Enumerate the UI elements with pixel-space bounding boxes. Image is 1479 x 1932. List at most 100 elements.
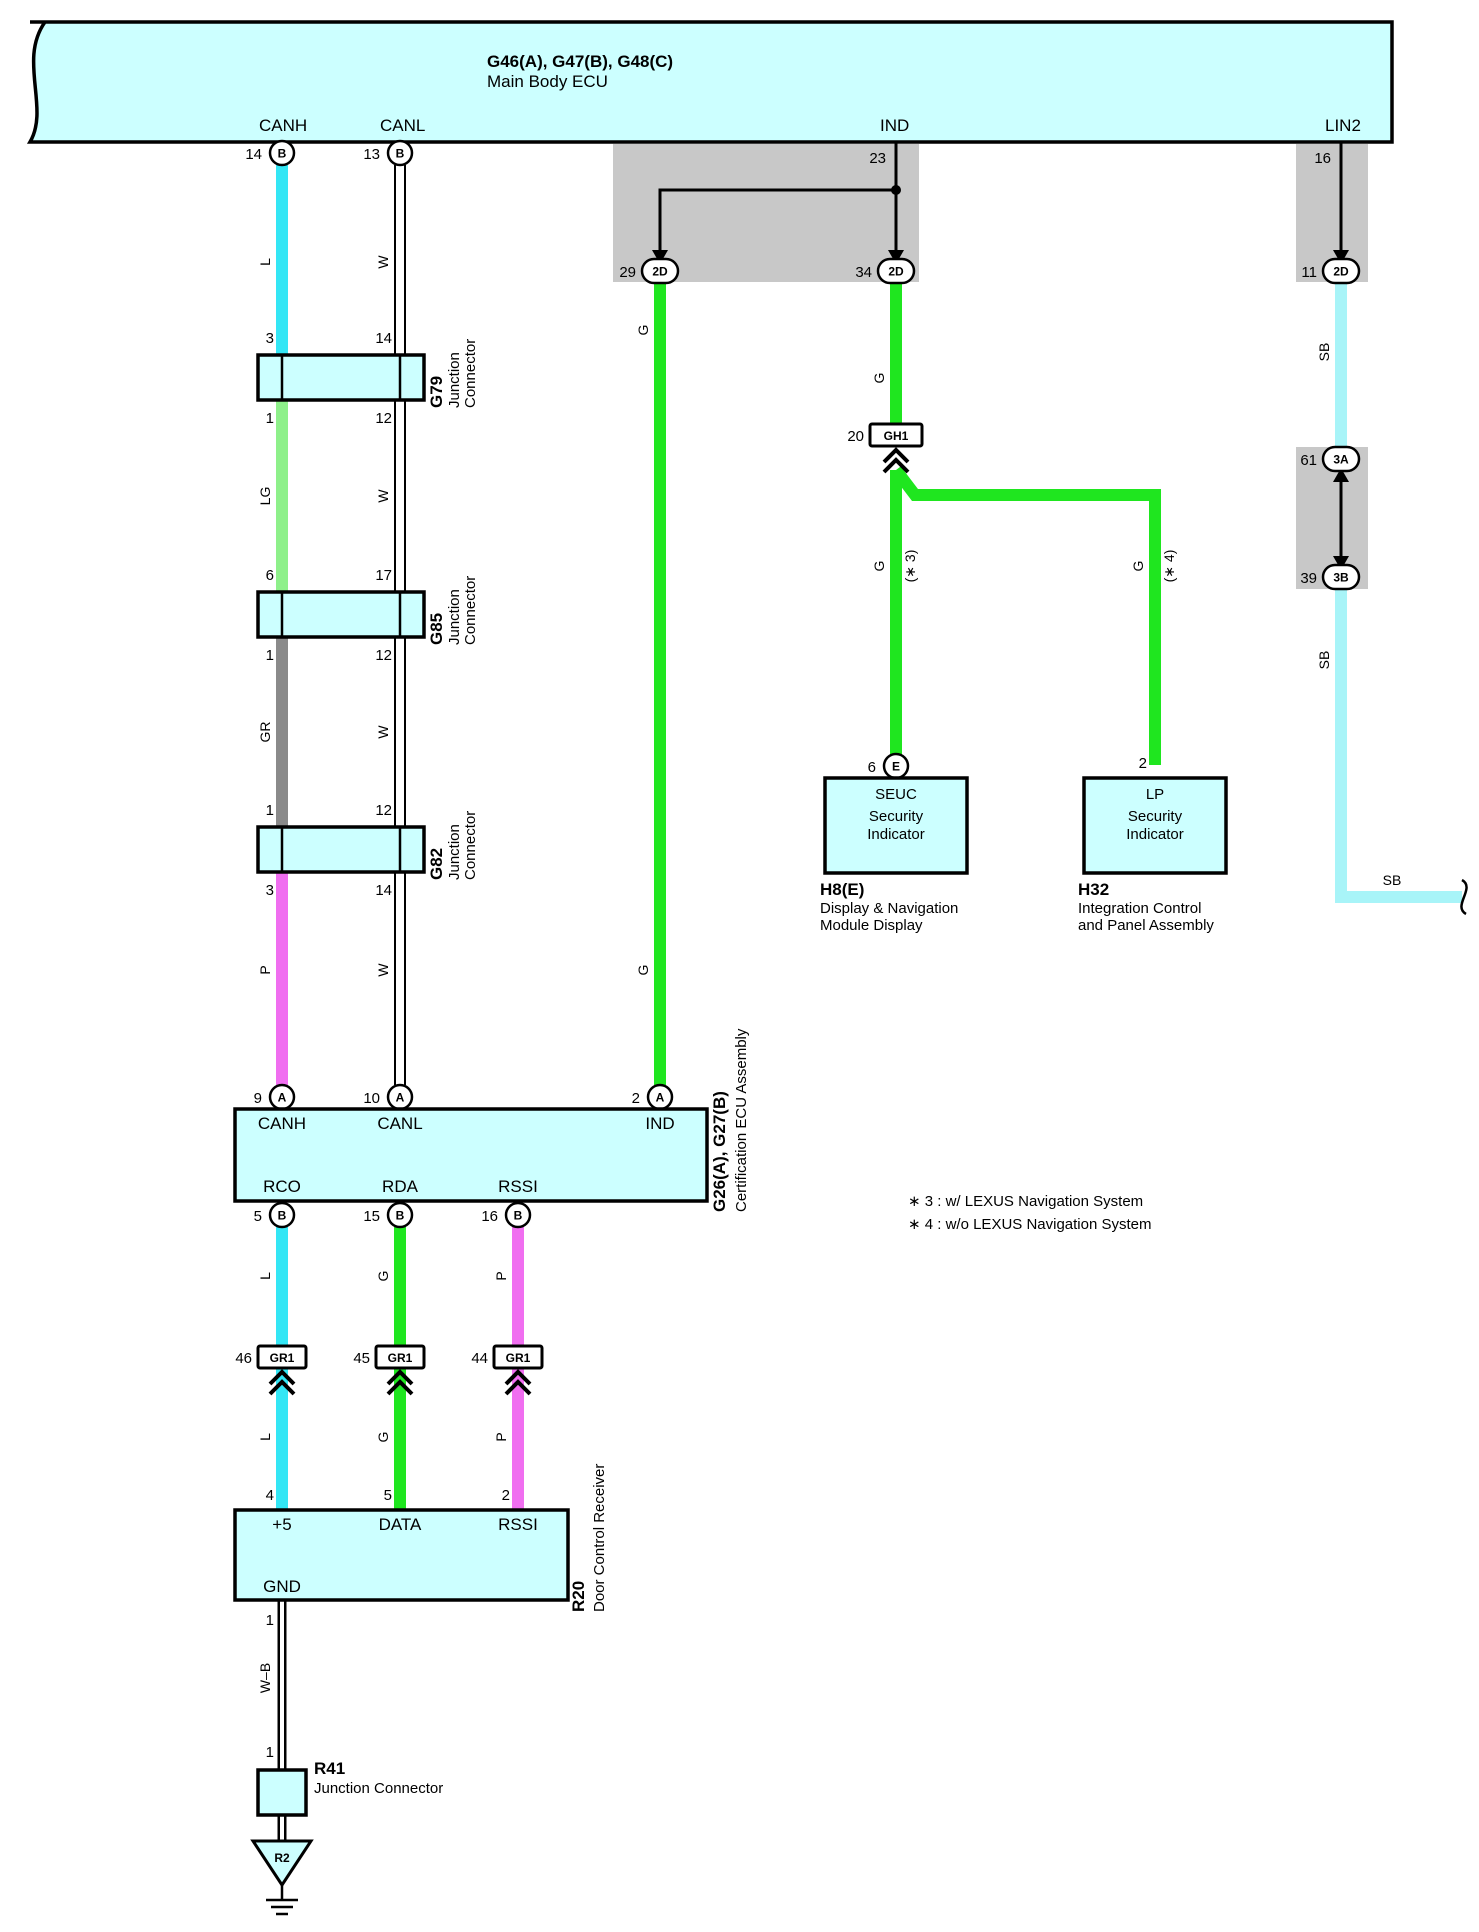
pin-h32: 2 [1139,755,1147,772]
connector-e-label: E [892,760,900,774]
legend-note-3: ∗ 3 : w/ LEXUS Navigation System [908,1193,1143,1210]
pin-3a: 61 [1300,452,1317,469]
ind-arrow-b [888,250,904,264]
pin-g79-l-top: 3 [266,330,274,347]
ground-icon [250,1839,314,1916]
connector-b-rssi [504,1201,532,1229]
dcr-term-data: DATA [379,1515,422,1534]
pin-g85-r-bot: 12 [375,647,392,664]
wire-label-g-5: G [1130,561,1146,572]
pin-dcr-rssi: 2 [502,1487,510,1504]
pin-g85-r-top: 17 [375,567,392,584]
r41-code: R41 [314,1759,345,1778]
connector-gr1-a: GR1 [256,1344,308,1396]
pin-g79-r-bot: 12 [375,410,392,427]
connector-2d-a: 2D [640,257,680,285]
wire-label-sb-2: SB [1316,651,1332,670]
sb-arrow-down [1333,556,1349,570]
g79-code: G79 [427,376,446,408]
pin-2d-a: 29 [619,264,636,281]
ground-r2-label: R2 [274,1851,290,1865]
svg-text:GR1: GR1 [506,1351,531,1365]
svg-text:3B: 3B [1333,571,1349,585]
pin-g82-l-top: 1 [266,802,274,819]
cert-code: G26(A), G27(B) [710,1091,729,1212]
dcr-name: Door Control Receiver [591,1464,608,1612]
connector-3b: 3B [1321,563,1361,591]
pin-3b: 39 [1300,570,1317,587]
pin-g82-r-top: 12 [375,802,392,819]
h32-l1: Security [1128,808,1183,825]
r41-junction [256,1768,308,1817]
svg-text:2D: 2D [1333,265,1349,279]
wire-label-g-3: G [635,965,651,976]
ind-route-lines [658,142,898,262]
main-ecu-term-ind: IND [880,116,909,135]
pin-gr1-a: 46 [235,1350,252,1367]
wire-sb-lower [1335,589,1462,903]
h8-l1: Security [869,808,924,825]
pin-g82-l-bot: 3 [266,882,274,899]
wire-label-l-1: L [257,258,273,266]
cert-term-canl: CANL [377,1114,422,1133]
sb-break-mark [1460,878,1468,916]
connector-a-canh-label: A [278,1091,287,1105]
wire-label-p-2: P [493,1271,509,1280]
connector-gr1-b: GR1 [374,1344,426,1396]
pin-ecu-canl: 13 [363,146,380,163]
wire-label-sb-3: SB [1383,872,1402,888]
connector-gh1 [868,422,924,448]
main-ecu-name: Main Body ECU [487,72,608,91]
lin2-arrow [1333,250,1349,264]
wire-label-lg: LG [257,487,273,506]
pin-dcr-data: 5 [384,1487,392,1504]
connector-b-rco [268,1201,296,1229]
pin-h8: 6 [868,759,876,776]
main-body-ecu-box [26,20,1394,144]
connector-b-canh [268,139,296,167]
wire-label-wb: W–B [257,1663,273,1693]
h32-term: LP [1146,786,1164,803]
sb-arrow-up [1333,468,1349,482]
junction-connector-g79 [256,353,426,402]
pin-cert-canh: 9 [254,1090,262,1107]
main-ecu-term-lin2: LIN2 [1325,116,1361,135]
svg-text:2D: 2D [888,265,904,279]
g79-label2: Connector [462,339,479,408]
h8-name2: Module Display [820,917,923,934]
connector-gh1-label: GH1 [884,429,909,443]
wire-label-gr: GR [257,722,273,743]
main-ecu-term-canh: CANH [259,116,307,135]
h8-box [823,776,969,875]
pin-dcr-5v: 4 [266,1487,274,1504]
connector-a-ind-label: A [656,1091,665,1105]
pin-ecu-ind: 23 [869,150,886,167]
connector-b-rssi-label: B [514,1209,523,1223]
g85-label1: Junction [446,589,463,645]
cert-term-canh: CANH [258,1114,306,1133]
connector-3a: 3A [1321,445,1361,473]
pin-gr1-c: 44 [471,1350,488,1367]
wire-label-p-3: P [493,1432,509,1441]
wire-label-p-1: P [257,965,273,974]
r41-name: Junction Connector [314,1780,443,1797]
pin-2d-b: 34 [855,264,872,281]
dcr-term-5v: +5 [272,1515,291,1534]
dcr-term-gnd: GND [263,1577,301,1596]
wire-label-g-2: G [871,373,887,384]
ind-arrow-a [652,250,668,264]
h32-name1: Integration Control [1078,900,1201,917]
g85-code: G85 [427,613,446,645]
connector-a-canl-label: A [396,1091,405,1105]
legend-note-4: ∗ 4 : w/o LEXUS Navigation System [908,1216,1152,1233]
wire-label-g-4: G [871,561,887,572]
pin-cert-rda: 15 [363,1208,380,1225]
wire-label-g-7: G [375,1432,391,1443]
pin-r41-top: 1 [266,1744,274,1761]
ind-splice-dot [891,185,901,195]
svg-text:2D: 2D [652,265,668,279]
connector-b-canh-label: B [278,147,287,161]
connector-b-rda [386,1201,414,1229]
cert-term-ind: IND [645,1114,674,1133]
pin-g85-l-top: 6 [266,567,274,584]
